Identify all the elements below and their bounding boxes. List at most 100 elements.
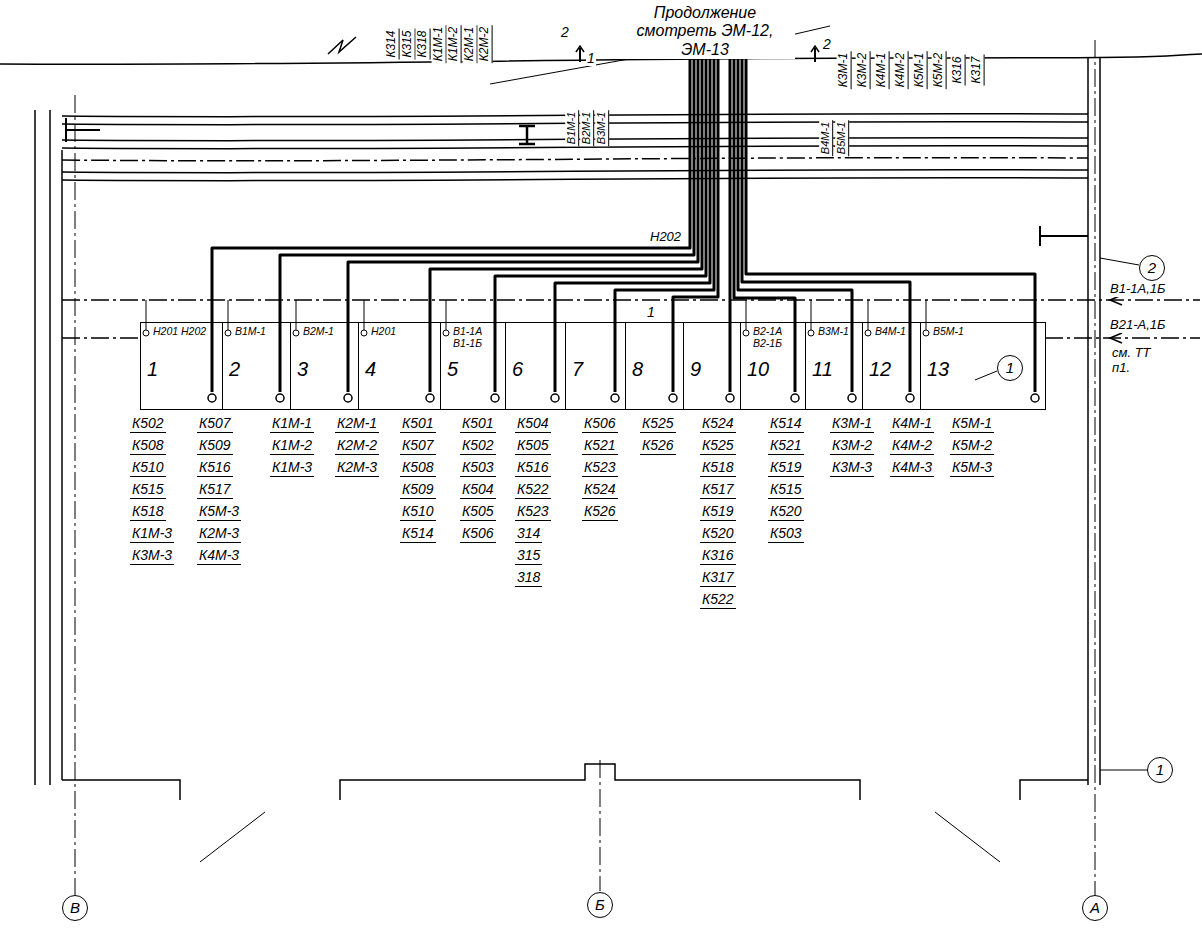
tap-line xyxy=(868,300,869,330)
plan-line xyxy=(935,812,1000,862)
plan-line xyxy=(814,48,816,62)
tap-line xyxy=(926,300,927,330)
cable-mark: К1М-2 xyxy=(447,25,462,63)
plan-path xyxy=(1110,333,1122,343)
cable-list-cell: К508 xyxy=(130,436,166,455)
panel-section: В2М-13 xyxy=(290,322,359,410)
panel-number: 2 xyxy=(229,359,240,379)
panel-section: В1М-12 xyxy=(222,322,291,410)
cable-end xyxy=(344,394,352,402)
panel-number: 10 xyxy=(747,359,769,379)
cable-end xyxy=(426,394,434,402)
tap-point xyxy=(443,330,449,336)
plan-path xyxy=(328,37,356,54)
plan-line xyxy=(600,760,601,891)
panel-number: 6 xyxy=(512,359,523,379)
cable-list-cell: К508 xyxy=(400,458,436,477)
cable-list-cell: К519 xyxy=(768,458,804,477)
cable-route xyxy=(738,52,852,392)
cable-list-cell: К520 xyxy=(768,502,804,521)
cable-list-cell: К525 xyxy=(700,436,736,455)
tap-line xyxy=(296,300,297,330)
cable-list-cell: К510 xyxy=(130,458,166,477)
equipment-label: В4М-1 xyxy=(875,326,906,338)
cable-list-cell: 314 xyxy=(515,524,542,543)
cable-mark: К316 xyxy=(951,54,966,85)
cable-list-cell: К516 xyxy=(197,458,233,477)
plan-path xyxy=(62,170,1088,173)
cable-list-cell: К519 xyxy=(700,502,736,521)
plan-line xyxy=(1100,770,1147,771)
cable-route xyxy=(430,52,702,392)
cable-list-cell: К1М-3 xyxy=(130,524,174,543)
cable-end xyxy=(611,394,619,402)
cable-mark: К314 xyxy=(385,28,400,59)
continuation-note: Продолжение смотреть ЭМ-12, ЭМ-13 xyxy=(615,4,795,59)
panel-number: 13 xyxy=(927,359,949,379)
cable-list-cell: К506 xyxy=(582,414,618,433)
cable-list-cell: К510 xyxy=(400,502,436,521)
cable-mark: В1М-1 xyxy=(565,110,579,146)
cable-mark: В5М-1 xyxy=(835,120,849,156)
cable-list-cell: К4М-3 xyxy=(197,546,241,565)
panel-section: 7 xyxy=(565,322,626,410)
tap-line xyxy=(228,300,229,330)
cable-list-cell: К522 xyxy=(700,590,736,609)
panel-section: Н2014 xyxy=(358,322,441,410)
panel-number: 7 xyxy=(572,359,583,379)
section-mark: 2 xyxy=(822,36,832,52)
cable-list-cell: К518 xyxy=(700,458,736,477)
plan-line xyxy=(34,110,36,785)
cable-list-cell: К317 xyxy=(700,568,736,587)
cable-list-cell: К514 xyxy=(400,524,436,543)
cable-list-cell: К504 xyxy=(515,414,551,433)
cable-end xyxy=(848,394,856,402)
cable-list-cell: К502 xyxy=(460,436,496,455)
cable-list-cell: К505 xyxy=(460,502,496,521)
cable-mark: К318 xyxy=(416,28,431,59)
cable-list-cell: К525 xyxy=(640,414,676,433)
cable-list-cell: К4М-3 xyxy=(890,458,934,477)
axis-mark: А xyxy=(1082,895,1108,921)
cable-end xyxy=(906,394,914,402)
cable-mark: К2М-2 xyxy=(478,25,493,63)
cable-list-cell: К505 xyxy=(515,436,551,455)
cable-mark: В4М-1 xyxy=(819,120,833,156)
panel-number: 5 xyxy=(447,359,458,379)
plan-line xyxy=(49,110,51,785)
plan-path xyxy=(1020,780,1088,800)
plan-path xyxy=(0,54,1202,64)
tap-point xyxy=(865,330,871,336)
cable-route xyxy=(673,52,718,392)
cable-mark: К4М-1 xyxy=(875,51,890,89)
cable-list-cell: К3М-3 xyxy=(830,458,874,477)
equipment-label: В1-1А В1-1Б xyxy=(453,326,492,349)
plan-line xyxy=(1087,58,1089,785)
cable-mark: К2М-1 xyxy=(462,25,477,63)
cable-list-cell: К316 xyxy=(700,546,736,565)
cable-list-cell: К515 xyxy=(768,480,804,499)
cable-end xyxy=(491,394,499,402)
tray-label: В1-1А,1Б xyxy=(1108,282,1167,297)
plan-line xyxy=(526,126,529,144)
cable-end xyxy=(208,394,216,402)
tap-line xyxy=(811,300,812,330)
panel-number: 4 xyxy=(365,359,376,379)
cable-list-cell: К5М-2 xyxy=(950,436,994,455)
panel-section: 9 xyxy=(683,322,741,410)
cable-list-cell: К5М-3 xyxy=(950,458,994,477)
cable-list-cell: К2М-2 xyxy=(335,436,379,455)
section-mark: 1 xyxy=(586,50,596,66)
tray-label: В21-А,1Б xyxy=(1108,318,1167,333)
equipment-label: В3М-1 xyxy=(818,326,849,338)
plan-path xyxy=(62,158,1088,161)
plan-path xyxy=(62,178,1088,181)
cable-list-cell: К524 xyxy=(582,480,618,499)
cable-list-cell: К518 xyxy=(130,502,166,521)
plan-line xyxy=(1045,337,1200,339)
cable-list-cell: К3М-2 xyxy=(830,436,874,455)
cable-list-cell: 318 xyxy=(515,568,542,587)
cable-list-cell: К501 xyxy=(460,414,496,433)
plan-line xyxy=(1040,235,1088,237)
cable-end xyxy=(726,394,734,402)
